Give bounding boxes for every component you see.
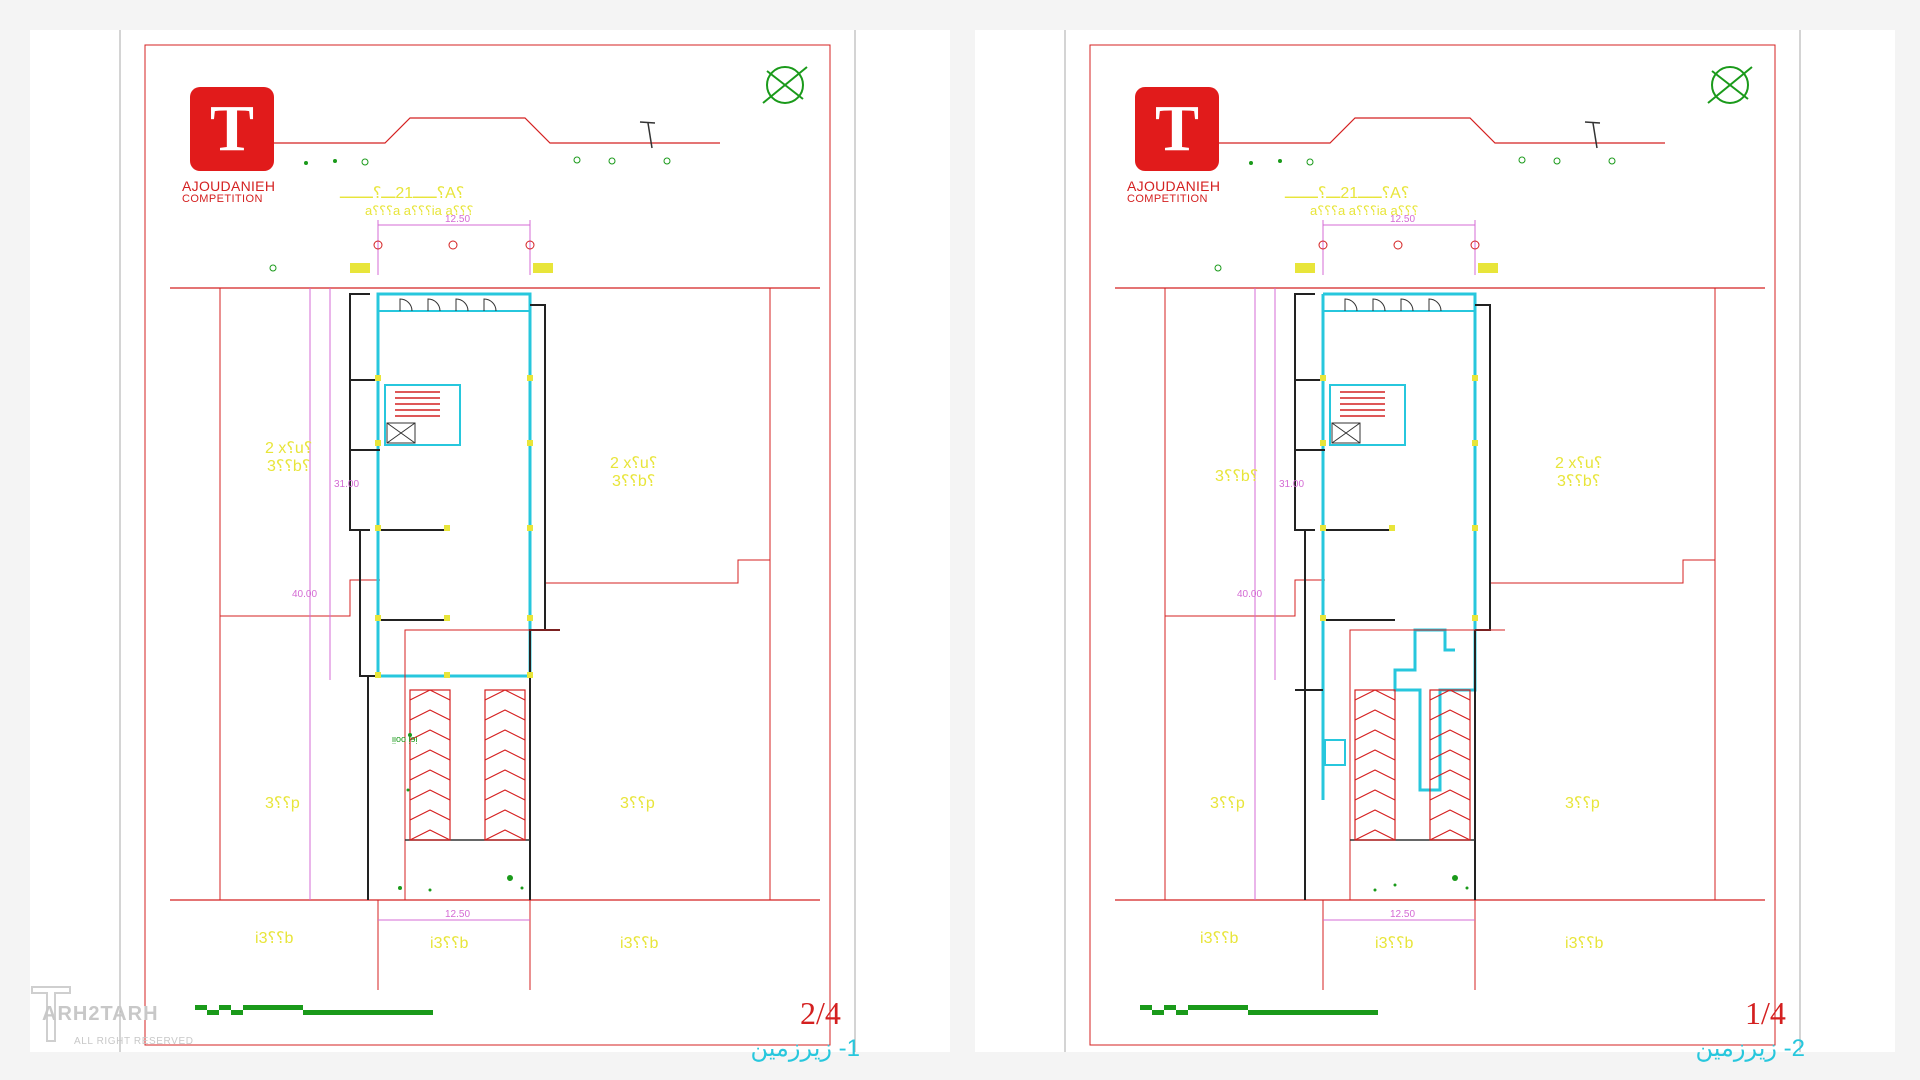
bottom-right-label: i؟؟3b xyxy=(620,935,659,952)
left-lower-label: 3؟؟p xyxy=(1210,795,1245,812)
plan-caption: 1- زیرزمین xyxy=(750,1035,861,1062)
dim-bottom: 12.50 xyxy=(1390,909,1416,920)
dim-top: 12.50 xyxy=(445,214,471,225)
firm-subtitle: COMPETITION xyxy=(1127,193,1208,205)
logo-t-icon: T xyxy=(209,92,255,165)
firm-logo: T xyxy=(1135,87,1219,171)
north-arrow-icon xyxy=(1707,66,1753,104)
left-upper-label: 2 x؟u؟ ؟؟3b؟ xyxy=(265,440,313,475)
watermark-logo-icon xyxy=(31,986,71,1042)
right-upper-label: 2 x؟u؟ ؟؟3b؟ xyxy=(1555,455,1603,490)
top-sublabel: a؟؟؟a a؟؟؟ia a؟؟؟ xyxy=(1310,203,1419,218)
plan-caption: 2- زیرزمین xyxy=(1695,1035,1806,1062)
right-upper-label: 2 x؟u؟ ؟؟3b؟ xyxy=(610,455,658,490)
plan-drawing xyxy=(1064,30,1801,1052)
dim-side-short: 31.00 xyxy=(1279,479,1305,490)
bottom-left-label: i؟؟3b xyxy=(255,930,294,947)
dim-side-long: 40.00 xyxy=(292,589,318,600)
north-arrow-icon xyxy=(762,66,808,104)
dim-side-long: 40.00 xyxy=(1237,589,1263,600)
bottom-mid-label: i؟؟3b xyxy=(430,935,469,952)
firm-name: AJOUDANIEH xyxy=(1127,178,1221,194)
top-label: ؟ـــــ21ـــ؟ـــــــA؟ xyxy=(340,185,465,202)
dim-side-short: 31.00 xyxy=(334,479,360,490)
svg-text:ᴉᴉoo ᴉɘᴉ: ᴉᴉoo ᴉɘᴉ xyxy=(392,734,418,744)
watermark-name: ARH2TARH xyxy=(42,1003,159,1025)
bottom-right-label: i؟؟3b xyxy=(1565,935,1604,952)
firm-name: AJOUDANIEH xyxy=(182,178,276,194)
dim-top: 12.50 xyxy=(1390,214,1416,225)
bottom-mid-label: i؟؟3b xyxy=(1375,935,1414,952)
top-label: ؟ـــــ21ـــ؟ـــــــA؟ xyxy=(1285,185,1410,202)
top-sublabel: a؟؟؟a a؟؟؟ia a؟؟؟ xyxy=(365,203,474,218)
left-lower-label: 3؟؟p xyxy=(265,795,300,812)
logo-t-icon: T xyxy=(1154,92,1200,165)
drawing-sheet-1: ᴉᴉoo ᴉɘᴉ T AJOUDANIEH COMPETITION ؟ـــــ… xyxy=(30,30,950,1062)
watermark-sub: ALL RIGHT RESERVED xyxy=(74,1036,194,1047)
right-lower-label: 3؟؟p xyxy=(620,795,655,812)
firm-logo: T xyxy=(190,87,274,171)
left-upper-label: ؟؟3b؟ xyxy=(1215,468,1259,485)
right-lower-label: 3؟؟p xyxy=(1565,795,1600,812)
firm-subtitle: COMPETITION xyxy=(182,193,263,205)
drawing-sheet-2: T AJOUDANIEH COMPETITION ؟ـــــ21ـــ؟ـــ… xyxy=(975,30,1895,1062)
bottom-left-label: i؟؟3b xyxy=(1200,930,1239,947)
sheet-number: 1/4 xyxy=(1745,995,1786,1031)
dim-bottom: 12.50 xyxy=(445,909,471,920)
plan-drawing: ᴉᴉoo ᴉɘᴉ xyxy=(119,30,856,1052)
sheet-number: 2/4 xyxy=(800,995,841,1031)
